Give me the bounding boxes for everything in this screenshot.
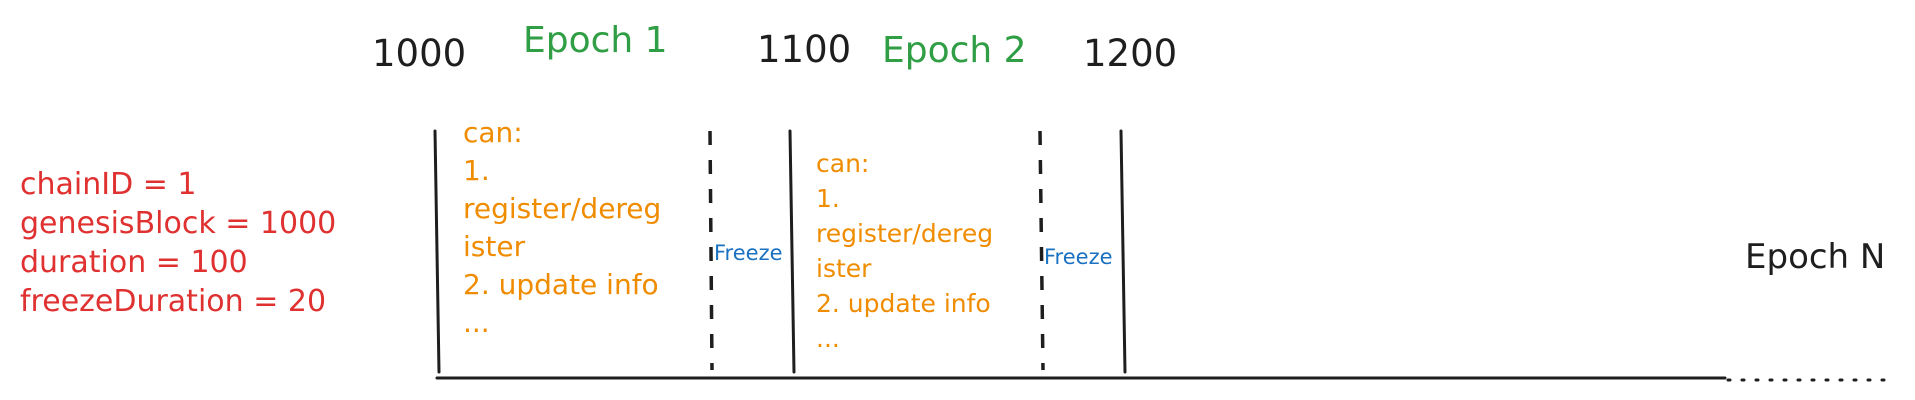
freeze-label-epoch-2: Freeze <box>1044 245 1113 269</box>
freeze-label-epoch-1: Freeze <box>714 241 783 265</box>
epoch-1-label: Epoch 1 <box>523 20 668 61</box>
capability-item-1-line-a: register/dereg <box>463 192 662 225</box>
epoch-2-label: Epoch 2 <box>882 30 1027 71</box>
config-chain-id: chainID = 1 <box>20 167 197 202</box>
freeze-line-epoch-2 <box>1038 130 1045 371</box>
capability-item-2: 2. update info <box>463 268 659 301</box>
block-number-1000: 1000 <box>372 32 467 75</box>
config-freeze-duration: freezeDuration = 20 <box>20 284 327 319</box>
epoch-n-label: Epoch N <box>1745 237 1886 277</box>
epoch-2-capabilities: can: 1. register/dereg ister 2. update i… <box>816 146 993 356</box>
capability-item-1-line-b: ister <box>816 254 872 283</box>
block-number-1100: 1100 <box>757 28 852 71</box>
capability-item-2: 2. update info <box>816 289 991 318</box>
config-genesis-block: genesisBlock = 1000 <box>20 206 337 241</box>
epoch-1-capabilities: can: 1. register/dereg ister 2. update i… <box>463 114 661 342</box>
capabilities-heading: can: <box>463 116 523 149</box>
boundary-line-1000 <box>433 129 441 374</box>
block-number-1200: 1200 <box>1083 32 1178 75</box>
boundary-line-1200 <box>1119 129 1127 374</box>
capability-item-1-number: 1. <box>463 154 490 187</box>
capability-ellipsis: ... <box>463 306 490 339</box>
capability-ellipsis: ... <box>816 324 840 353</box>
capabilities-heading: can: <box>816 149 870 178</box>
freeze-line-epoch-1 <box>708 130 714 371</box>
config-duration: duration = 100 <box>20 245 248 280</box>
capability-item-1-line-a: register/dereg <box>816 219 994 248</box>
capability-item-1-line-b: ister <box>463 230 526 263</box>
boundary-line-1100 <box>788 129 796 374</box>
capability-item-1-number: 1. <box>816 184 840 213</box>
